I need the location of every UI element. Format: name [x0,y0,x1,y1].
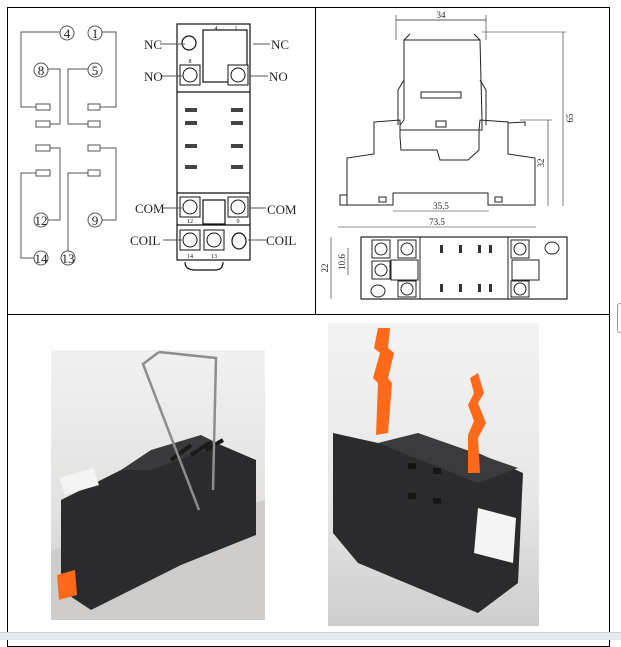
svg-text:8: 8 [189,59,192,65]
pin-8: 8 [33,62,49,78]
svg-text:5: 5 [92,63,99,78]
dim-35-5: 35.5 [433,201,449,211]
row-divider [7,314,610,315]
pin-4: 4 [59,25,75,41]
svg-text:9: 9 [92,213,99,228]
photo-socket-metal-clip [51,350,265,620]
dim-10-6: 10.6 [337,254,347,270]
pin-5: 5 [87,62,103,78]
svg-text:13: 13 [211,254,217,260]
side-scroll-handle[interactable] [617,303,621,333]
label-com-left: COM [135,201,165,216]
label-no-left: NO [144,69,163,84]
label-no-right: NO [269,69,288,84]
svg-text:13: 13 [62,251,75,266]
svg-text:12: 12 [187,219,193,225]
svg-text:1: 1 [235,26,238,32]
svg-text:4: 4 [215,26,218,32]
status-bar [0,632,621,640]
svg-text:14: 14 [35,251,49,266]
wiring-diagram: 4 1 8 5 12 9 14 13 4 1 [8,8,314,313]
svg-text:12: 12 [35,213,48,228]
svg-text:9: 9 [237,219,240,225]
pin-14: 14 [33,250,49,266]
dim-34: 34 [437,10,447,20]
label-nc-left: NC [144,37,162,52]
pin-13: 13 [60,250,76,266]
pin-12: 12 [33,212,49,228]
svg-text:4: 4 [64,26,71,41]
label-coil-right: COIL [266,233,296,248]
dim-65: 65 [565,113,575,123]
column-divider [315,7,316,314]
dim-73-5: 73.5 [429,217,445,227]
dim-32: 32 [536,159,546,168]
pin-1: 1 [87,25,103,41]
photo-socket-orange-clips [328,323,539,626]
label-nc-right: NC [271,37,289,52]
svg-text:14: 14 [187,254,193,260]
dim-22: 22 [320,264,330,273]
dimension-drawing: 34 65 32 35.5 73.5 22 10.6 [316,8,610,313]
label-com-right: COM [267,202,297,217]
svg-text:8: 8 [38,63,45,78]
label-coil-left: COIL [130,233,160,248]
pin-9: 9 [87,212,103,228]
svg-text:1: 1 [92,26,99,41]
